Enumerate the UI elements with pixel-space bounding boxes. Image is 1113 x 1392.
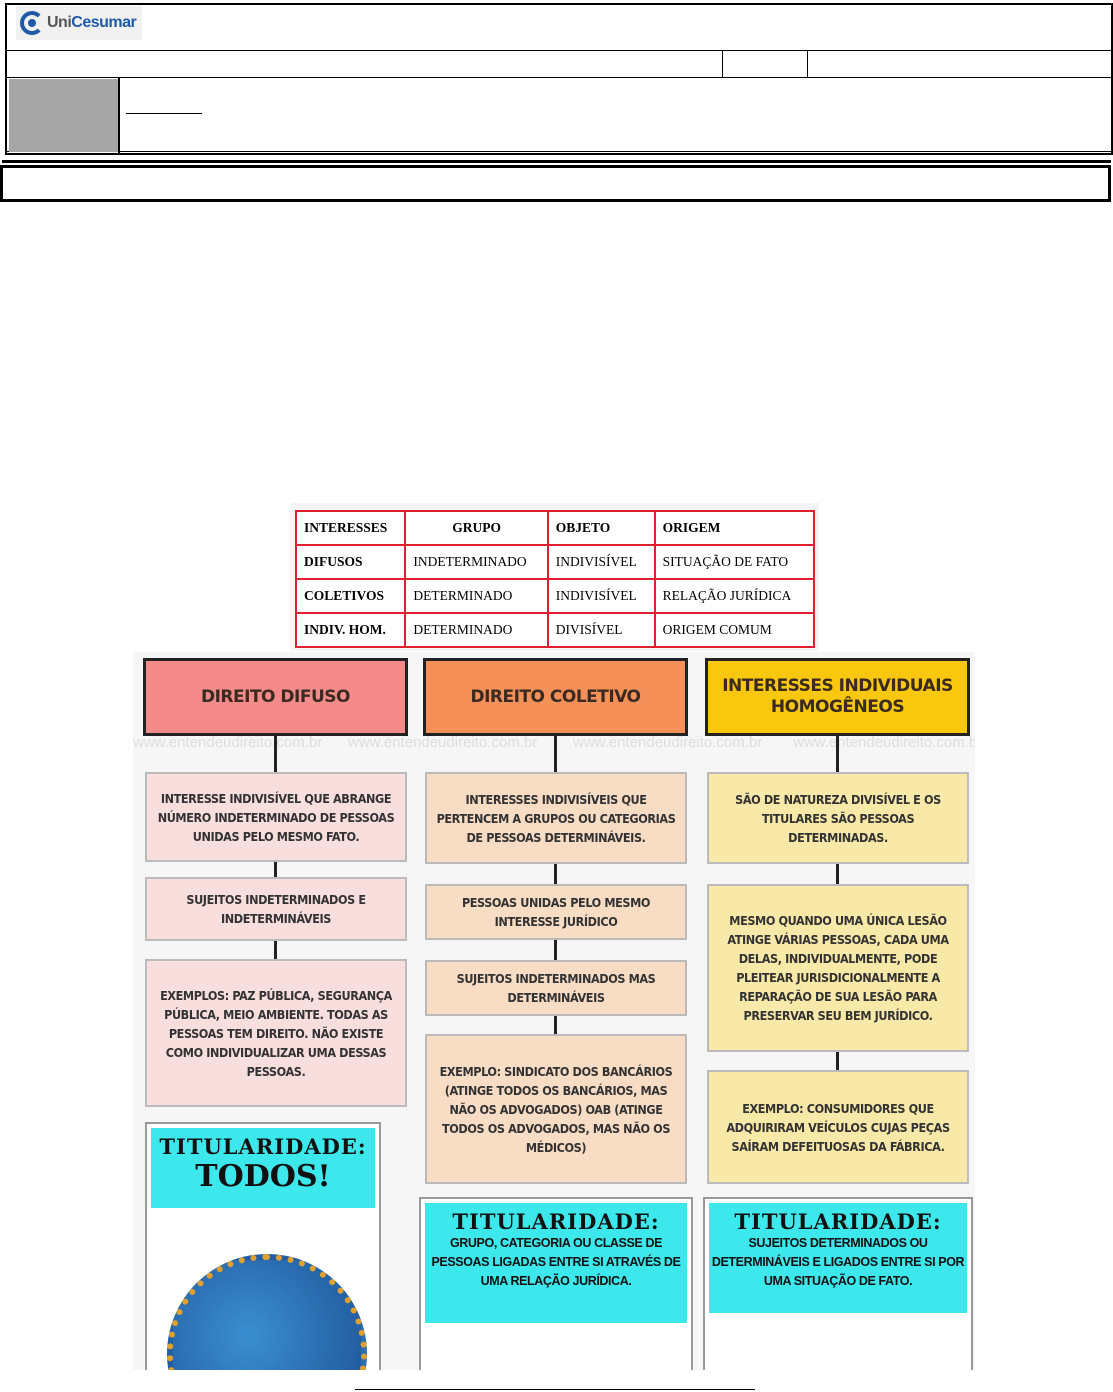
blank-underline (126, 113, 202, 114)
info-box: EXEMPLO: SINDICATO DOS BANCÁRIOS (ATINGE… (425, 1034, 687, 1184)
table-cell: INDIVISÍVEL (546, 578, 656, 614)
table-cell: INDIV. HOM. (294, 612, 407, 648)
titularidade-card: TITULARIDADE: TODOS! (145, 1122, 381, 1370)
unicesumar-logo: UniCesumar (16, 6, 142, 40)
info-box: EXEMPLO: CONSUMIDORES QUE ADQUIRIRAM VEÍ… (707, 1070, 969, 1184)
titularidade-text: GRUPO, CATEGORIA OU CLASSE DE PESSOAS LI… (431, 1236, 681, 1288)
interests-table: INTERESSES GRUPO OBJETO ORIGEM DIFUSOS I… (291, 503, 819, 651)
column-interesses-individuais: INTERESSES INDIVIDUAIS HOMOGÊNEOS SÃO DE… (703, 652, 973, 1370)
rights-infographic: www.entendeudireito.com.br www.entendeud… (133, 652, 975, 1370)
column-direito-difuso: DIREITO DIFUSO INTERESSE INDIVISÍVEL QUE… (143, 652, 408, 1370)
table-row: COLETIVOS DETERMINADO INDIVISÍVEL RELAÇÃ… (294, 578, 816, 614)
table-row: INDIV. HOM. DETERMINADO DIVISÍVEL ORIGEM… (294, 612, 816, 648)
titularidade-text: TODOS! (195, 1159, 331, 1194)
logo-text-cesumar: Cesumar (71, 14, 137, 31)
footnote-line (355, 1389, 755, 1390)
header-cell: ORIGEM (653, 510, 816, 546)
logo-mark-icon (20, 11, 44, 35)
table-cell: RELAÇÃO JURÍDICA (653, 578, 816, 614)
divider-thick (2, 160, 1111, 163)
column-title: DIREITO DIFUSO (143, 658, 408, 736)
watermark: www.entendeudireito.com.br (348, 734, 538, 751)
table-cell: COLETIVOS (294, 578, 407, 614)
titularidade-heading: TITULARIDADE: (452, 1209, 660, 1234)
info-box: INTERESSES INDIVISÍVEIS QUE PERTENCEM A … (425, 772, 687, 864)
column-title: DIREITO COLETIVO (423, 658, 688, 736)
info-box: MESMO QUANDO UMA ÚNICA LESÃO ATINGE VÁRI… (707, 884, 969, 1052)
table-cell: INDIVISÍVEL (546, 544, 656, 580)
globe-illustration-icon (167, 1254, 367, 1370)
column-title: INTERESSES INDIVIDUAIS HOMOGÊNEOS (705, 658, 970, 736)
info-box: EXEMPLOS: PAZ PÚBLICA, SEGURANÇA PÚBLICA… (145, 959, 407, 1107)
table-cell: DETERMINADO (404, 612, 549, 648)
info-box: SUJEITOS INDETERMINADOS MAS DETERMINÁVEI… (425, 960, 687, 1016)
titularidade-text: SUJEITOS DETERMINADOS OU DETERMINÁVEIS E… (711, 1236, 965, 1288)
table-cell: ORIGEM COMUM (653, 612, 816, 648)
info-box: PESSOAS UNIDAS PELO MESMO INTERESSE JURÍ… (425, 884, 687, 940)
table-cell: INDETERMINADO (404, 544, 549, 580)
table-cell: DIFUSOS (294, 544, 407, 580)
titularidade-card: TITULARIDADE: GRUPO, CATEGORIA OU CLASSE… (419, 1197, 693, 1370)
logo-text-uni: Uni (47, 14, 72, 31)
column-direito-coletivo: DIREITO COLETIVO INTERESSES INDIVISÍVEIS… (419, 652, 693, 1370)
table-cell: DIVISÍVEL (546, 612, 656, 648)
titularidade-card: TITULARIDADE: SUJEITOS DETERMINADOS OU D… (703, 1197, 973, 1370)
info-box: SÃO DE NATUREZA DIVISÍVEL E OS TITULARES… (707, 772, 969, 864)
table-row: DIFUSOS INDETERMINADO INDIVISÍVEL SITUAÇ… (294, 544, 816, 580)
titularidade-heading: TITULARIDADE: (734, 1209, 942, 1234)
header-cell: GRUPO (404, 510, 549, 546)
table-header-row: INTERESSES GRUPO OBJETO ORIGEM (294, 510, 816, 546)
table-cell: DETERMINADO (404, 578, 549, 614)
section-box (0, 165, 1111, 202)
info-box: INTERESSE INDIVISÍVEL QUE ABRANGE NÚMERO… (145, 772, 407, 862)
gray-cell (9, 79, 118, 152)
header-cell: INTERESSES (294, 510, 407, 546)
document-header (5, 3, 1113, 155)
header-cell: OBJETO (546, 510, 656, 546)
info-box: SUJEITOS INDETERMINADOS E INDETERMINÁVEI… (145, 877, 407, 941)
titularidade-heading: TITULARIDADE: (159, 1134, 367, 1159)
watermark: www.entendeudireito.com.br (573, 734, 763, 751)
table-cell: SITUAÇÃO DE FATO (653, 544, 816, 580)
